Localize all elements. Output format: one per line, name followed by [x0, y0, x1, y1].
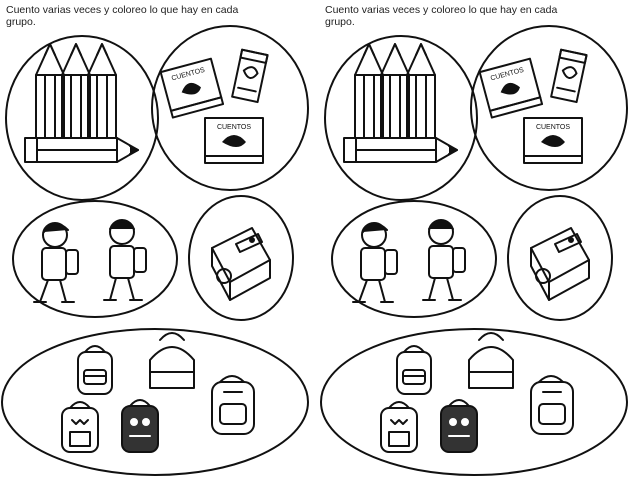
- instruction-text: Cuento varias veces y coloreo lo que hay…: [325, 4, 558, 28]
- sharpener-icon: [211, 227, 271, 301]
- group-circle-pencils: [324, 35, 478, 201]
- worksheet-art: CUENTOS CUENTOS: [1, 25, 309, 476]
- pencils-icon: [24, 43, 139, 163]
- group-circle-books: [470, 25, 628, 191]
- books-icon: CUENTOS CUENTOS: [159, 48, 269, 164]
- group-circle-sharpener: [507, 195, 613, 321]
- book-title: CUENTOS: [536, 124, 570, 131]
- books-icon: CUENTOS CUENTOS: [478, 48, 588, 164]
- group-circle-backpacks: [1, 328, 309, 476]
- instruction-text: Cuento varias veces y coloreo lo que hay…: [6, 4, 239, 28]
- children-icon: [352, 219, 466, 303]
- book-title: CUENTOS: [217, 124, 251, 131]
- worksheet-right: Cuento varias veces y coloreo lo que hay…: [319, 0, 638, 479]
- children-icon: [33, 219, 147, 303]
- backpacks-icon: [61, 332, 255, 453]
- sharpener-icon: [530, 227, 590, 301]
- group-circle-children: [331, 200, 497, 318]
- group-circle-pencils: [5, 35, 159, 201]
- group-circle-sharpener: [188, 195, 294, 321]
- group-circle-children: [12, 200, 178, 318]
- book-title: CUENTOS: [171, 67, 206, 83]
- worksheet-art: CUENTOS CUENTOS: [320, 25, 628, 476]
- book-title: CUENTOS: [490, 67, 525, 83]
- worksheet-left: Cuento varias veces y coloreo lo que hay…: [1, 4, 309, 476]
- backpacks-icon: [380, 332, 574, 453]
- group-circle-backpacks: [320, 328, 628, 476]
- group-circle-books: [151, 25, 309, 191]
- pencils-icon: [343, 43, 458, 163]
